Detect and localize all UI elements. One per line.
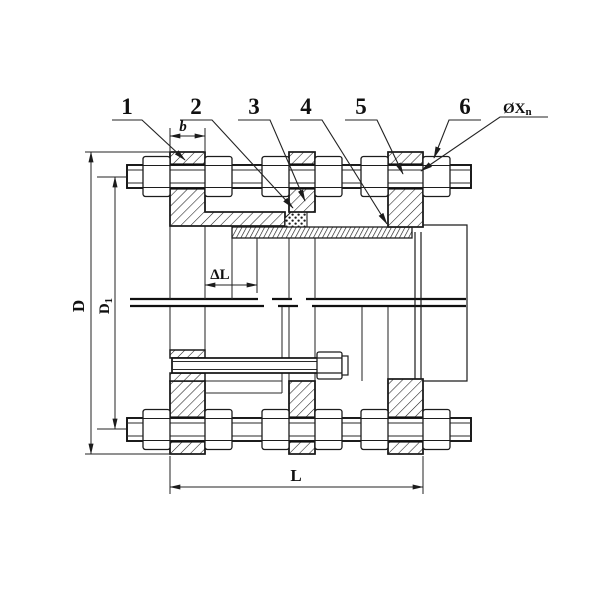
- sleeve-leg-bottom-view: [205, 380, 283, 394]
- part-label-5: 5: [355, 94, 367, 119]
- pipe-bore-lines: [130, 297, 466, 308]
- hole-spec-callout: ØXn: [420, 101, 548, 172]
- dim-l-label: L: [290, 466, 301, 485]
- part-label-4: 4: [300, 94, 312, 119]
- part-label-6: 6: [459, 94, 471, 119]
- part-label-3: 3: [248, 94, 260, 119]
- dimension-l: L: [169, 456, 424, 494]
- dimension-delta-l: ΔL: [204, 240, 258, 293]
- dim-d-label: D: [69, 300, 88, 312]
- dimension-b: b: [169, 119, 206, 151]
- pipe-wall-section: [231, 226, 413, 239]
- stud-end: [341, 355, 349, 376]
- part-callouts: 1 2 3 4 5 6: [112, 94, 481, 225]
- hole-spec-label: ØXn: [503, 101, 532, 118]
- part-label-1: 1: [121, 94, 133, 119]
- packing-seal: [284, 211, 308, 228]
- right-pipe-stub: [414, 224, 468, 382]
- nut-bottom-6: [422, 408, 451, 451]
- nut-top-4: [314, 155, 343, 198]
- limit-stud-assembly: [169, 349, 349, 382]
- dim-d1-label: D1: [97, 298, 115, 314]
- flange-right: [386, 151, 425, 228]
- dimension-d1: D1: [97, 176, 127, 430]
- dim-b-label: b: [179, 119, 187, 135]
- nut-bottom-5: [360, 408, 389, 451]
- nut-bottom-1: [142, 408, 171, 451]
- nut-top-6: [422, 155, 451, 198]
- pipe-end-face: [414, 232, 422, 379]
- part-label-2: 2: [190, 94, 202, 119]
- nut-bottom-4: [314, 408, 343, 451]
- stud-nut: [316, 351, 343, 380]
- nut-top-1: [142, 155, 171, 198]
- nut-bottom-3: [261, 408, 290, 451]
- nut-top-2: [204, 155, 233, 198]
- nut-top-3: [261, 155, 290, 198]
- dimension-d: D: [69, 151, 170, 455]
- lower-middle-edges: [169, 307, 389, 381]
- flange-right-bottom: [386, 378, 425, 455]
- nut-bottom-2: [204, 408, 233, 451]
- nut-top-5: [360, 155, 389, 198]
- dim-delta-l-label: ΔL: [210, 267, 229, 283]
